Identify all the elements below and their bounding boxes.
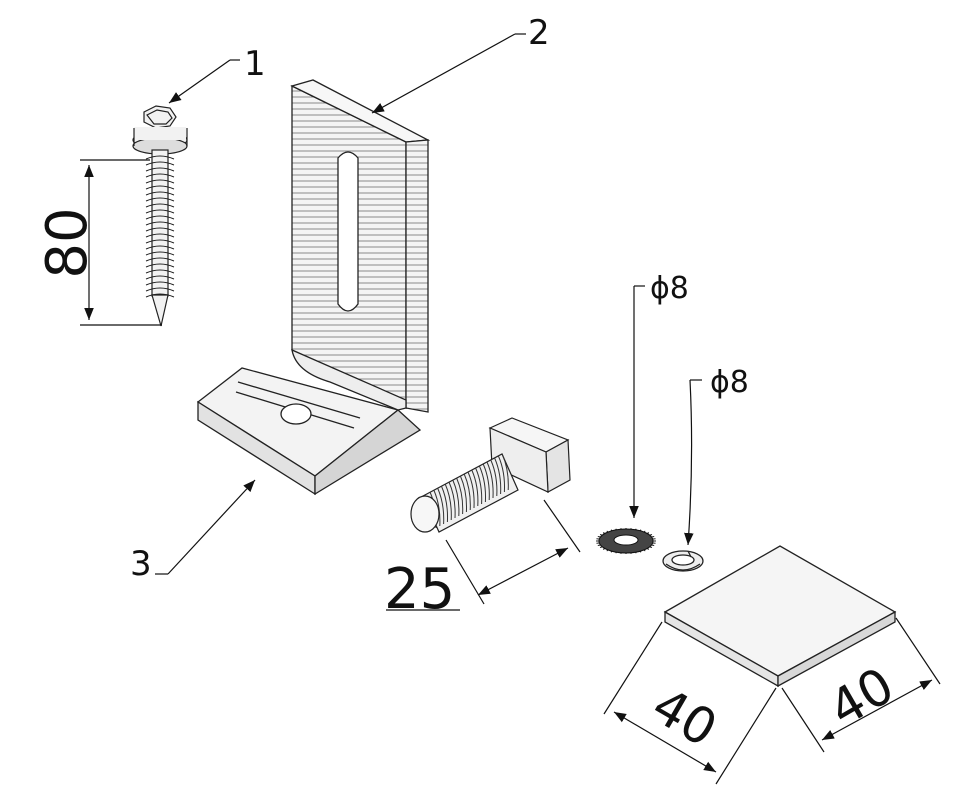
screw-thread bbox=[145, 149, 175, 298]
pad-front-right bbox=[777, 610, 896, 688]
callout-3-leader bbox=[155, 479, 256, 575]
spring-washer bbox=[662, 550, 704, 572]
screw-hex-top bbox=[146, 109, 173, 125]
bracket-slot bbox=[337, 151, 359, 312]
screw bbox=[132, 105, 188, 327]
bracket-base-hole bbox=[280, 403, 312, 425]
callout-1: 1 bbox=[244, 44, 266, 84]
dimension-washer-leader bbox=[629, 285, 645, 518]
dimension-label-spring-washer: ϕ8 bbox=[710, 365, 749, 400]
dimension-label-pad-depth: 40 bbox=[819, 656, 903, 738]
rubber-pad bbox=[663, 545, 897, 688]
dimension-pad-depth bbox=[781, 617, 941, 753]
bolt-end bbox=[410, 495, 440, 533]
l-bracket bbox=[196, 79, 431, 496]
dimension-label-pad-width: 40 bbox=[642, 676, 726, 758]
screw-tip bbox=[151, 294, 169, 327]
bracket-side-face bbox=[405, 139, 429, 413]
t-bolt bbox=[410, 417, 571, 533]
bracket-bend bbox=[291, 348, 407, 411]
dimension-label-washer: ϕ8 bbox=[650, 271, 689, 306]
callout-2: 2 bbox=[528, 13, 550, 53]
serrated-washer bbox=[596, 528, 656, 554]
bolt-head-front bbox=[489, 427, 549, 493]
bracket-base-side bbox=[314, 409, 422, 496]
callout-1-leader bbox=[168, 59, 240, 104]
dimension-bolt-length bbox=[386, 499, 581, 611]
dimension-label-80: 80 bbox=[35, 207, 100, 278]
callout-2-leader bbox=[371, 33, 526, 114]
dimension-spring-washer-leader bbox=[684, 379, 702, 546]
dimension-pad-width bbox=[603, 621, 777, 785]
dimension-label-25: 25 bbox=[384, 557, 455, 622]
dimension-screw-length bbox=[80, 159, 162, 326]
callout-3: 3 bbox=[130, 544, 152, 584]
